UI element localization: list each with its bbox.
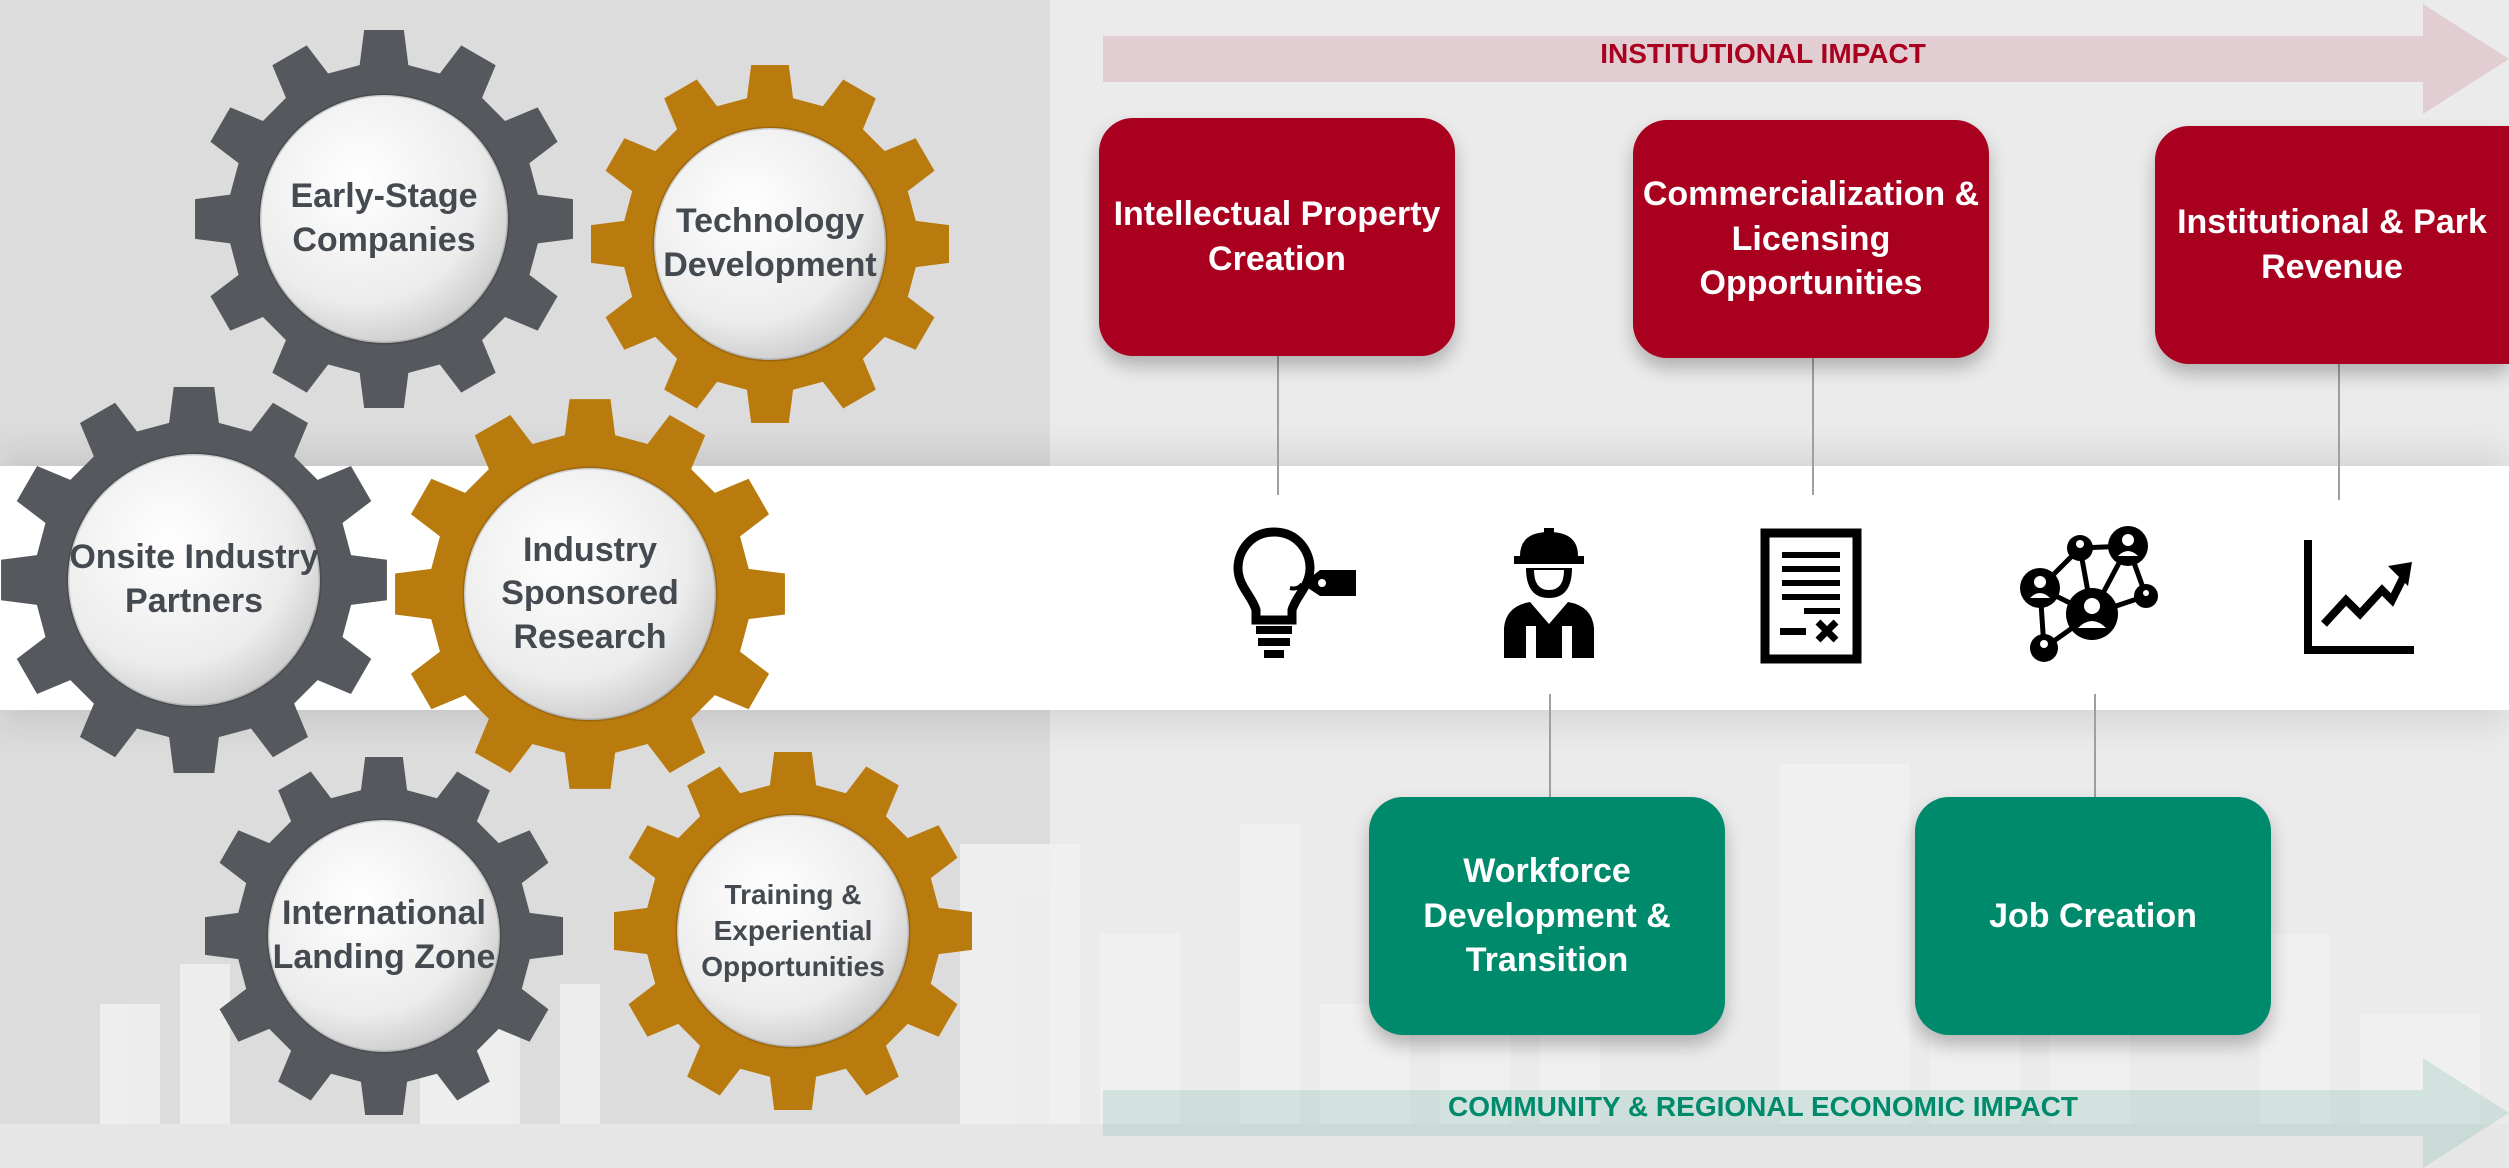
gear-hub <box>462 466 718 722</box>
gear-hub <box>66 452 322 708</box>
connector-line <box>1812 355 1814 495</box>
community-impact-arrow <box>1103 1058 2509 1168</box>
commercialization-box: Commercialization & Licensing Opportunit… <box>1633 120 1989 358</box>
gear-onsite-industry-partners <box>1 387 387 773</box>
institutional-impact-label: INSTITUTIONAL IMPACT <box>1600 38 1926 69</box>
connector-line <box>1277 355 1279 495</box>
gear-label-onsite-industry-partners: Onsite Industry Partners <box>69 538 319 620</box>
gear-label-technology-development: Technology Development <box>663 202 877 284</box>
gear-label-international-landing-zone: International Landing Zone <box>272 894 496 976</box>
intellectual-property-box: Intellectual Property Creation <box>1099 118 1455 356</box>
gear-label-industry-sponsored-research: Industry Sponsored Research <box>501 530 679 656</box>
gear-label-training-experiential-opportunities: Training & Experiential Opportunities <box>701 879 885 982</box>
revenue-box: Institutional & Park Revenue <box>2155 126 2509 364</box>
gear-industry-sponsored-research <box>395 399 785 789</box>
gear-international-landing-zone <box>204 756 564 1116</box>
gear-technology-development <box>590 64 950 424</box>
growth-chart-icon <box>2304 540 2414 654</box>
contract-document-icon <box>1760 528 1862 664</box>
gear-training-experiential-opportunities <box>613 751 973 1111</box>
job-creation-box: Job Creation <box>1915 797 2271 1035</box>
gear-label-early-stage-companies: Early-Stage Companies <box>290 177 478 259</box>
institutional-impact-arrow <box>1103 4 2509 114</box>
connector-line <box>2338 360 2340 500</box>
gear-hub <box>266 818 502 1054</box>
workforce-development-box: Workforce Development & Transition <box>1369 797 1725 1035</box>
lightbulb-tag-icon <box>1233 527 1356 658</box>
gear-hub <box>675 813 911 1049</box>
gear-hub <box>652 126 888 362</box>
connector-line <box>2094 694 2096 798</box>
network-people-icon <box>2020 526 2158 662</box>
worker-icon <box>1504 528 1594 658</box>
gear-hub <box>258 93 510 345</box>
connector-line <box>1549 694 1551 798</box>
gear-early-stage-companies <box>195 30 573 408</box>
community-impact-label: COMMUNITY & REGIONAL ECONOMIC IMPACT <box>1448 1091 2078 1122</box>
